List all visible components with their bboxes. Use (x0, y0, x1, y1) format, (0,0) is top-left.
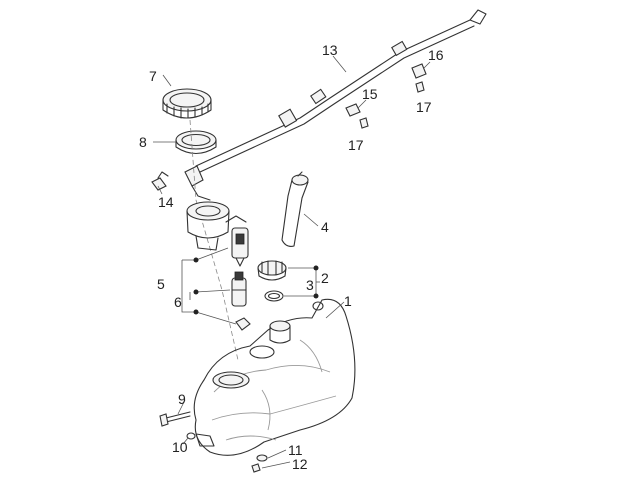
callout-15: 15 (362, 86, 378, 102)
bracket-dots (193, 257, 319, 315)
callout-13: 13 (322, 42, 338, 58)
ring-nut (162, 88, 212, 119)
callout-1: 1 (344, 293, 352, 309)
callout-10: 10 (172, 439, 188, 455)
mounting-bolt (159, 411, 191, 427)
screw-17b (415, 81, 425, 93)
fuel-level-sender (281, 171, 309, 247)
callout-3: 3 (306, 277, 314, 293)
callout-7: 7 (149, 68, 157, 84)
callout-17b: 17 (416, 99, 432, 115)
hose-clamp-16 (411, 63, 427, 79)
leader-lines (153, 55, 431, 469)
fuel-pump-assembly (186, 201, 249, 267)
hose-clamp-15 (345, 103, 361, 117)
callout-6: 6 (174, 294, 182, 310)
callout-16: 16 (428, 47, 444, 63)
callout-labels: 1 2 3 4 5 6 7 8 9 10 11 12 13 14 15 16 1… (139, 42, 444, 472)
callout-5: 5 (157, 276, 165, 292)
callout-12: 12 (292, 456, 308, 472)
fuel-tank (193, 298, 356, 456)
cap-o-ring (264, 290, 284, 302)
callout-9: 9 (178, 391, 186, 407)
hose-clip (151, 171, 169, 191)
callout-11: 11 (288, 442, 303, 458)
mounting-screw (251, 463, 261, 473)
screw-17a (359, 117, 369, 129)
small-fasteners (235, 317, 251, 331)
fuel-hose-assembly (184, 9, 487, 201)
callout-17a: 17 (348, 137, 364, 153)
pump-seal-ring (175, 130, 217, 155)
callout-2: 2 (321, 270, 329, 286)
filler-cap (257, 260, 287, 281)
callout-14: 14 (158, 194, 174, 210)
fuel-filter (231, 271, 247, 307)
bolt-washer (186, 432, 196, 440)
callout-8: 8 (139, 134, 147, 150)
mounting-rubber (256, 454, 268, 462)
callout-4: 4 (321, 219, 329, 235)
